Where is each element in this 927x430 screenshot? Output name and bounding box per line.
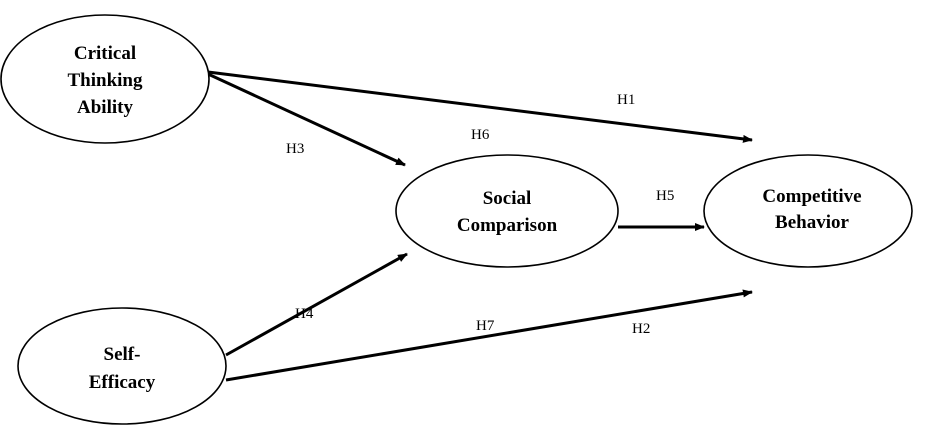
path-label-h2: H2	[632, 321, 650, 337]
node-self-efficacy-ellipse	[17, 307, 227, 425]
path-label-h7: H7	[476, 318, 495, 334]
arrow-h2	[225, 289, 753, 382]
label-critical-thinking-line3: Ability	[77, 97, 133, 118]
path-label-h4: H4	[295, 306, 314, 322]
label-self-efficacy-line2: Efficacy	[89, 372, 156, 393]
arrow-h4	[225, 252, 408, 357]
label-competitive-behavior-line2: Behavior	[775, 212, 849, 233]
node-competitive-behavior-ellipse	[703, 154, 913, 268]
arrow-h3	[207, 72, 406, 167]
path-label-h5: H5	[656, 188, 674, 204]
label-critical-thinking-line1: Critical	[74, 43, 136, 64]
node-social-comparison-ellipse	[395, 154, 619, 268]
label-social-comparison-line2: Comparison	[457, 215, 558, 236]
path-label-h6: H6	[471, 127, 490, 143]
label-social-comparison-line1: Social	[483, 188, 532, 209]
label-competitive-behavior-line1: Competitive	[762, 186, 861, 207]
node-critical-thinking-ellipse	[0, 14, 210, 144]
arrow-h1	[207, 70, 753, 143]
path-label-h3: H3	[286, 141, 304, 157]
path-label-h1: H1	[617, 92, 635, 108]
label-self-efficacy-line1: Self-	[104, 344, 141, 365]
label-critical-thinking-line2: Thinking	[68, 70, 143, 91]
